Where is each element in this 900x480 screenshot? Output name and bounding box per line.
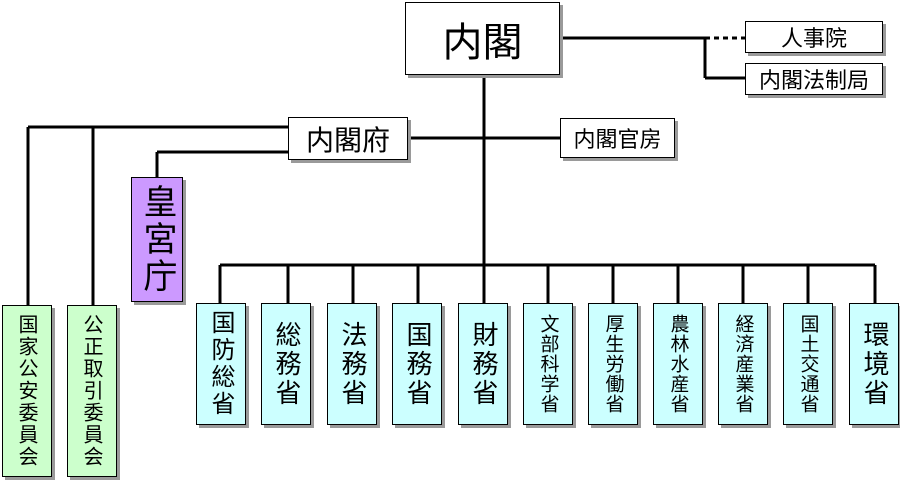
ministry-label: 農林水産省 [667,314,690,414]
ministry-node-4: 財務省 [458,303,508,425]
commission-label: 公正取引委員会 [80,314,104,468]
commission-label: 国家公安委員会 [15,314,39,468]
commission-node-1: 公正取引委員会 [67,305,117,477]
imperial-household-node: 皇宮庁 [131,177,183,302]
jinjiin-node: 人事院 [745,21,883,53]
ministry-label: 厚生労働省 [602,314,625,414]
cabinet-office-label: 内閣府 [305,123,390,157]
ministry-node-0: 国防総省 [196,303,246,425]
ministry-node-2: 法務省 [327,303,377,425]
hoseikyoku-node: 内閣法制局 [745,63,883,95]
hoseikyoku-label: 内閣法制局 [758,69,869,94]
ministry-label: 環境省 [859,320,889,408]
ministry-node-3: 国務省 [392,303,442,425]
ministry-node-9: 国土交通省 [783,303,833,425]
ministry-label: 国土交通省 [797,314,820,414]
ministry-node-1: 総務省 [261,303,311,425]
ministry-node-6: 厚生労働省 [588,303,638,425]
commission-node-0: 国家公安委員会 [2,305,52,477]
ministry-label: 財務省 [468,320,498,408]
ministry-label: 文部科学省 [537,314,560,414]
ministry-node-5: 文部科学省 [523,303,573,425]
ministry-label: 総務省 [271,320,301,408]
imperial-household-label: 皇宮庁 [137,184,177,295]
ministry-label: 経済産業省 [732,314,755,414]
cabinet-label: 内閣 [442,19,523,66]
ministry-node-7: 農林水産省 [653,303,703,425]
ministry-node-8: 経済産業省 [718,303,768,425]
ministry-label: 国防総省 [207,310,235,418]
ministry-label: 法務省 [337,320,367,408]
cabinet-secretariat-node: 内閣官房 [560,118,675,158]
cabinet-office-node: 内閣府 [288,117,408,160]
jinjiin-label: 人事院 [780,27,847,52]
ministry-node-10: 環境省 [849,303,899,425]
cabinet-node: 内閣 [405,2,560,75]
cabinet-secretariat-label: 内閣官房 [573,128,662,153]
ministry-label: 国務省 [402,320,432,408]
